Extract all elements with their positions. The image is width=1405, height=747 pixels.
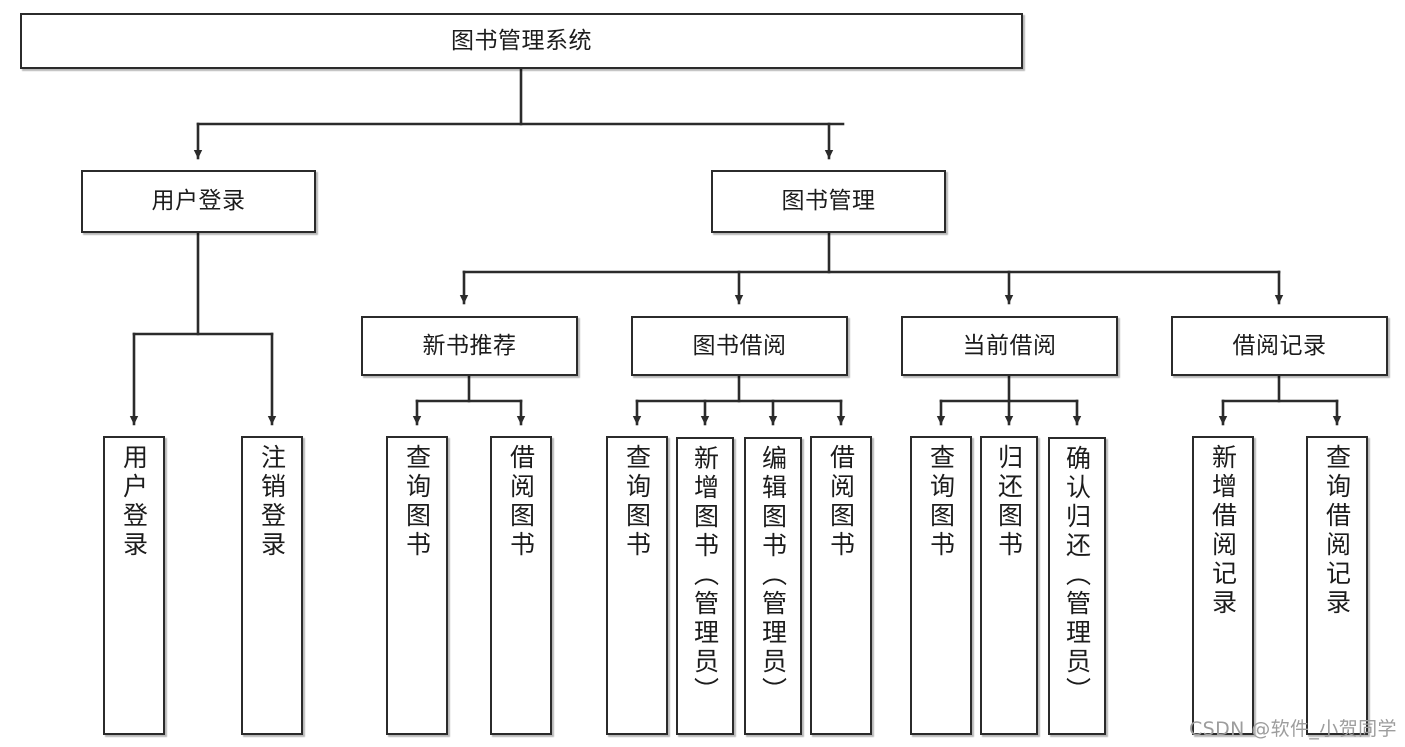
leaf-nb-query-book[interactable]: 查询图书 [386,436,448,735]
leaf-br-query-record[interactable]: 查询借阅记录 [1306,436,1368,735]
node-label: 新增借阅记录 [1208,444,1238,618]
node-label: 确认归还（管理员） [1062,445,1092,706]
node-label: 新增图书（管理员） [690,445,720,706]
node-label: 归还图书 [994,444,1024,560]
leaf-bb-query-book[interactable]: 查询图书 [606,436,668,735]
node-root-book-management-system[interactable]: 图书管理系统 [20,13,1023,69]
leaf-nb-borrow-book[interactable]: 借阅图书 [490,436,552,735]
node-label: 借阅图书 [506,444,536,560]
leaf-br-add-record[interactable]: 新增借阅记录 [1192,436,1254,735]
node-new-book-recommend[interactable]: 新书推荐 [361,316,578,376]
node-label: 新书推荐 [422,332,517,359]
leaf-cb-return-book[interactable]: 归还图书 [980,436,1038,735]
node-label: 图书管理系统 [451,27,592,54]
leaf-user-logout[interactable]: 注销登录 [241,436,303,735]
node-label: 借阅图书 [826,444,856,560]
leaf-bb-borrow-book[interactable]: 借阅图书 [810,436,872,735]
leaf-bb-add-book-admin[interactable]: 新增图书（管理员） [676,437,734,735]
node-book-management[interactable]: 图书管理 [711,170,946,233]
node-borrow-record[interactable]: 借阅记录 [1171,316,1388,376]
node-book-borrow[interactable]: 图书借阅 [631,316,848,376]
node-label: 查询图书 [926,444,956,560]
node-label: 借阅记录 [1232,332,1327,359]
leaf-cb-query-book[interactable]: 查询图书 [910,436,972,735]
leaf-user-login[interactable]: 用户登录 [103,436,165,735]
node-label: 查询图书 [402,444,432,560]
node-label: 当前借阅 [962,332,1057,359]
node-label: 图书借阅 [692,332,787,359]
leaf-cb-confirm-return-admin[interactable]: 确认归还（管理员） [1048,437,1106,735]
node-current-borrow[interactable]: 当前借阅 [901,316,1118,376]
node-label: 图书管理 [781,188,876,215]
node-label: 编辑图书（管理员） [758,445,788,706]
node-label: 用户登录 [151,188,246,215]
node-label: 查询图书 [622,444,652,560]
node-label: 用户登录 [119,444,149,560]
leaf-bb-edit-book-admin[interactable]: 编辑图书（管理员） [744,437,802,735]
node-label: 注销登录 [257,444,287,560]
node-label: 查询借阅记录 [1322,444,1352,618]
node-user-login[interactable]: 用户登录 [81,170,316,233]
